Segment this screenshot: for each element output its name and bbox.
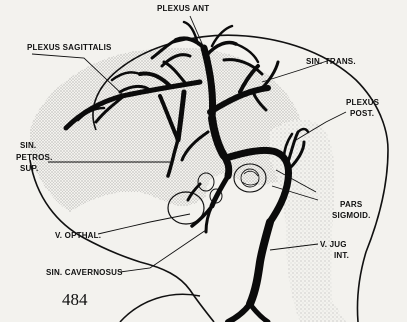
page-number: 484 (62, 290, 88, 309)
label-v-jug-line1: V. JUG (320, 240, 347, 249)
stippled-hindbrain-band (270, 120, 346, 322)
label-sin-trans: SIN. TRANS. (306, 57, 356, 66)
label-v-jug-line2: INT. (334, 251, 349, 260)
label-sin-cavernosus: SIN. CAVERNOSUS (46, 268, 123, 277)
label-plexus-sagittalis: PLEXUS SAGITTALIS (27, 43, 112, 52)
label-sin-petros-line1: SIN. (20, 141, 36, 150)
label-pars-sigmoid-line1: PARS (340, 200, 363, 209)
label-sin-petros-line3: SUP. (20, 164, 38, 173)
neck-contour (120, 294, 200, 322)
label-plexus-post-line2: POST. (350, 109, 374, 118)
label-sin-petros-line2: PETROS. (16, 153, 53, 162)
label-plexus-post-line1: PLEXUS (346, 98, 380, 107)
label-pars-sigmoid-line2: SIGMOID. (332, 211, 371, 220)
label-v-opthal: V. OPTHAL. (55, 231, 101, 240)
lower-contour (140, 262, 214, 322)
label-plexus-ant: PLEXUS ANT (157, 4, 209, 13)
